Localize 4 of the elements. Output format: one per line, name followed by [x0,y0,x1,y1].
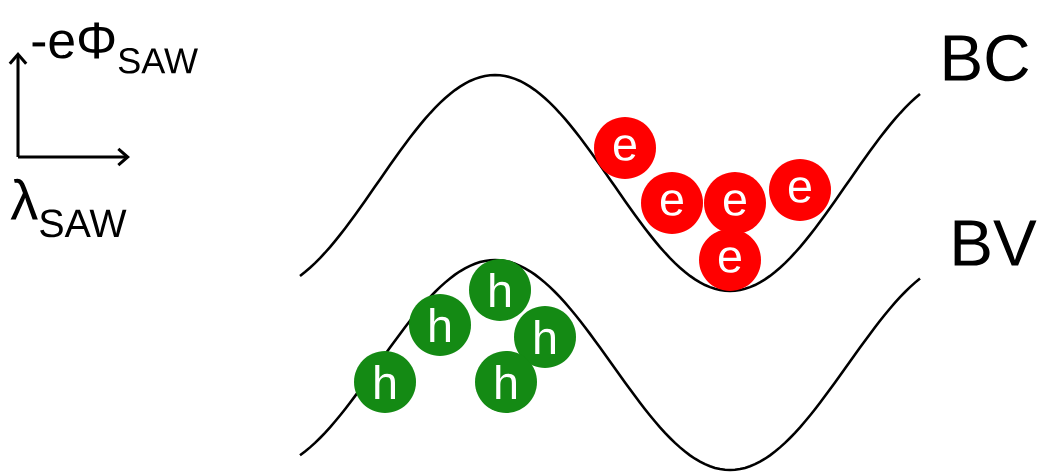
axis-label: λ$_{SAW}$ [10,178,127,238]
band-label: BV [954,220,1037,266]
band-label: BC [944,34,1029,82]
axis-label: -eΦ$_{SAW}$ [32,22,198,74]
